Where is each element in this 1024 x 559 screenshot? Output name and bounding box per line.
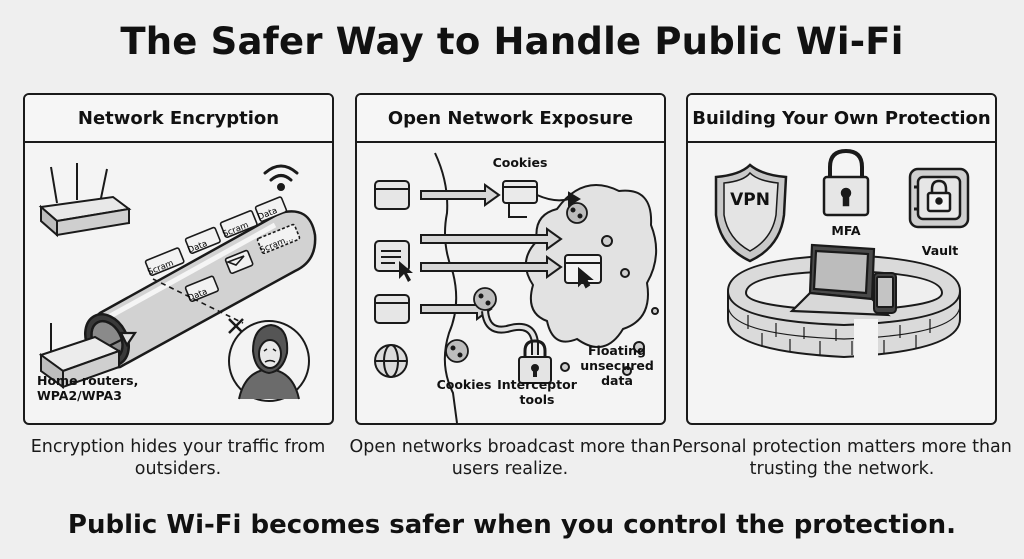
laptop-icon	[789, 243, 891, 317]
browser-window-icon	[374, 180, 410, 210]
panel-network-encryption: Network Encryption	[23, 93, 334, 425]
cookie-icon	[445, 202, 588, 363]
vault-label: Vault	[921, 243, 959, 258]
cursor-icon	[399, 261, 413, 282]
vault-icon	[908, 167, 970, 229]
page-title: The Safer Way to Handle Public Wi-Fi	[120, 20, 904, 63]
frustrated-hacker-icon	[228, 320, 310, 402]
lock-icon	[518, 339, 552, 384]
home-router-icon	[38, 323, 122, 389]
caption-encryption: Encryption hides your traffic from outsi…	[30, 437, 326, 479]
panel-open-network-exposure: Open Network Exposure	[355, 93, 666, 425]
router-icon	[38, 163, 132, 238]
caption-exposure: Open networks broadcast more than users …	[349, 437, 671, 479]
caption-protection: Personal protection matters more than tr…	[672, 437, 1012, 479]
padlock-icon	[822, 148, 870, 217]
cookies-label-bottom: Cookies	[436, 377, 492, 392]
footer-tagline: Public Wi-Fi becomes safer when you cont…	[67, 510, 957, 540]
app-window-icon	[374, 294, 410, 324]
phone-icon	[873, 272, 897, 314]
floating-data-label: Floating unsecured data	[580, 343, 654, 388]
home-routers-label: Home routers, WPA2/WPA3	[37, 373, 139, 403]
cookies-label-top: Cookies	[492, 155, 548, 170]
wifi-icon	[263, 164, 299, 191]
panel-heading: Building Your Own Protection	[688, 95, 995, 143]
interceptor-tools-label: Interceptor tools	[497, 377, 577, 407]
exposure-illustration: Cookies Cookies Interceptor tools Floati…	[357, 143, 664, 423]
protection-illustration: VPN MFA Vault	[688, 143, 995, 423]
shield-icon	[714, 163, 788, 263]
panel-building-protection: Building Your Own Protection	[686, 93, 997, 425]
panel-heading: Network Encryption	[25, 95, 332, 143]
mfa-label: MFA	[831, 223, 861, 238]
panel-heading: Open Network Exposure	[357, 95, 664, 143]
vpn-label: VPN	[730, 190, 770, 210]
